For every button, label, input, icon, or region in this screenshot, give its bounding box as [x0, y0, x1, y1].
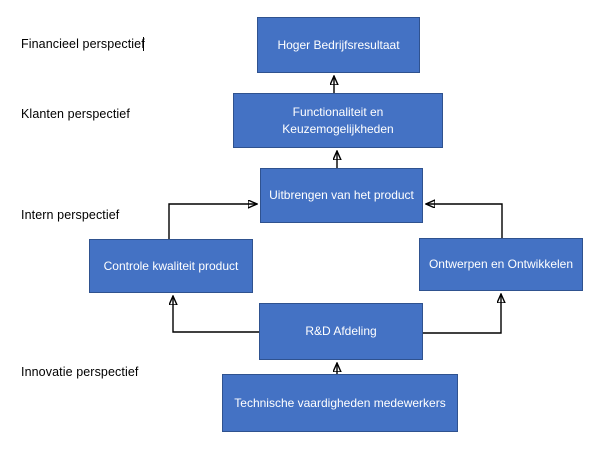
label-text: Intern perspectief [21, 208, 120, 222]
label-text: Financieel perspectief [21, 37, 145, 51]
node-hoger-bedrijfsresultaat[interactable]: Hoger Bedrijfsresultaat [257, 17, 420, 73]
node-functionaliteit-en-keuzemogelijkheden[interactable]: Functionaliteit en Keuzemogelijkheden [233, 93, 443, 148]
arrow-rd-to-ontwerpen [423, 294, 501, 334]
node-label: Technische vaardigheden medewerkers [234, 395, 446, 410]
node-label: Controle kwaliteit product [103, 258, 239, 273]
label-text: Innovatie perspectief [21, 365, 139, 379]
label-text: Klanten perspectief [21, 107, 130, 121]
label-innovatie-perspectief[interactable]: Innovatie perspectief [21, 365, 138, 379]
node-technische-vaardigheden-medewerkers[interactable]: Technische vaardigheden medewerkers [222, 374, 458, 432]
label-klanten-perspectief[interactable]: Klanten perspectief [21, 107, 130, 121]
node-label: R&D Afdeling [305, 324, 377, 339]
arrow-controle-to-uitbrengen [168, 204, 257, 239]
arrow-rd-to-controle [173, 296, 259, 333]
node-label: Ontwerpen en Ontwikkelen [428, 257, 574, 272]
node-label: Hoger Bedrijfsresultaat [277, 37, 400, 52]
arrow-ontwerpen-to-uitbrengen [426, 204, 503, 238]
node-label: Functionaliteit en Keuzemogelijkheden [282, 105, 394, 136]
node-label: Uitbrengen van het product [269, 188, 414, 203]
node-ontwerpen-en-ontwikkelen[interactable]: Ontwerpen en Ontwikkelen [419, 238, 583, 291]
node-controle-kwaliteit-product[interactable]: Controle kwaliteit product [89, 239, 253, 293]
label-financieel-perspectief[interactable]: Financieel perspectief [21, 37, 145, 51]
node-rd-afdeling[interactable]: R&D Afdeling [259, 303, 423, 360]
text-cursor [142, 37, 145, 51]
node-uitbrengen-van-het-product[interactable]: Uitbrengen van het product [260, 168, 423, 223]
label-intern-perspectief[interactable]: Intern perspectief [21, 208, 119, 222]
